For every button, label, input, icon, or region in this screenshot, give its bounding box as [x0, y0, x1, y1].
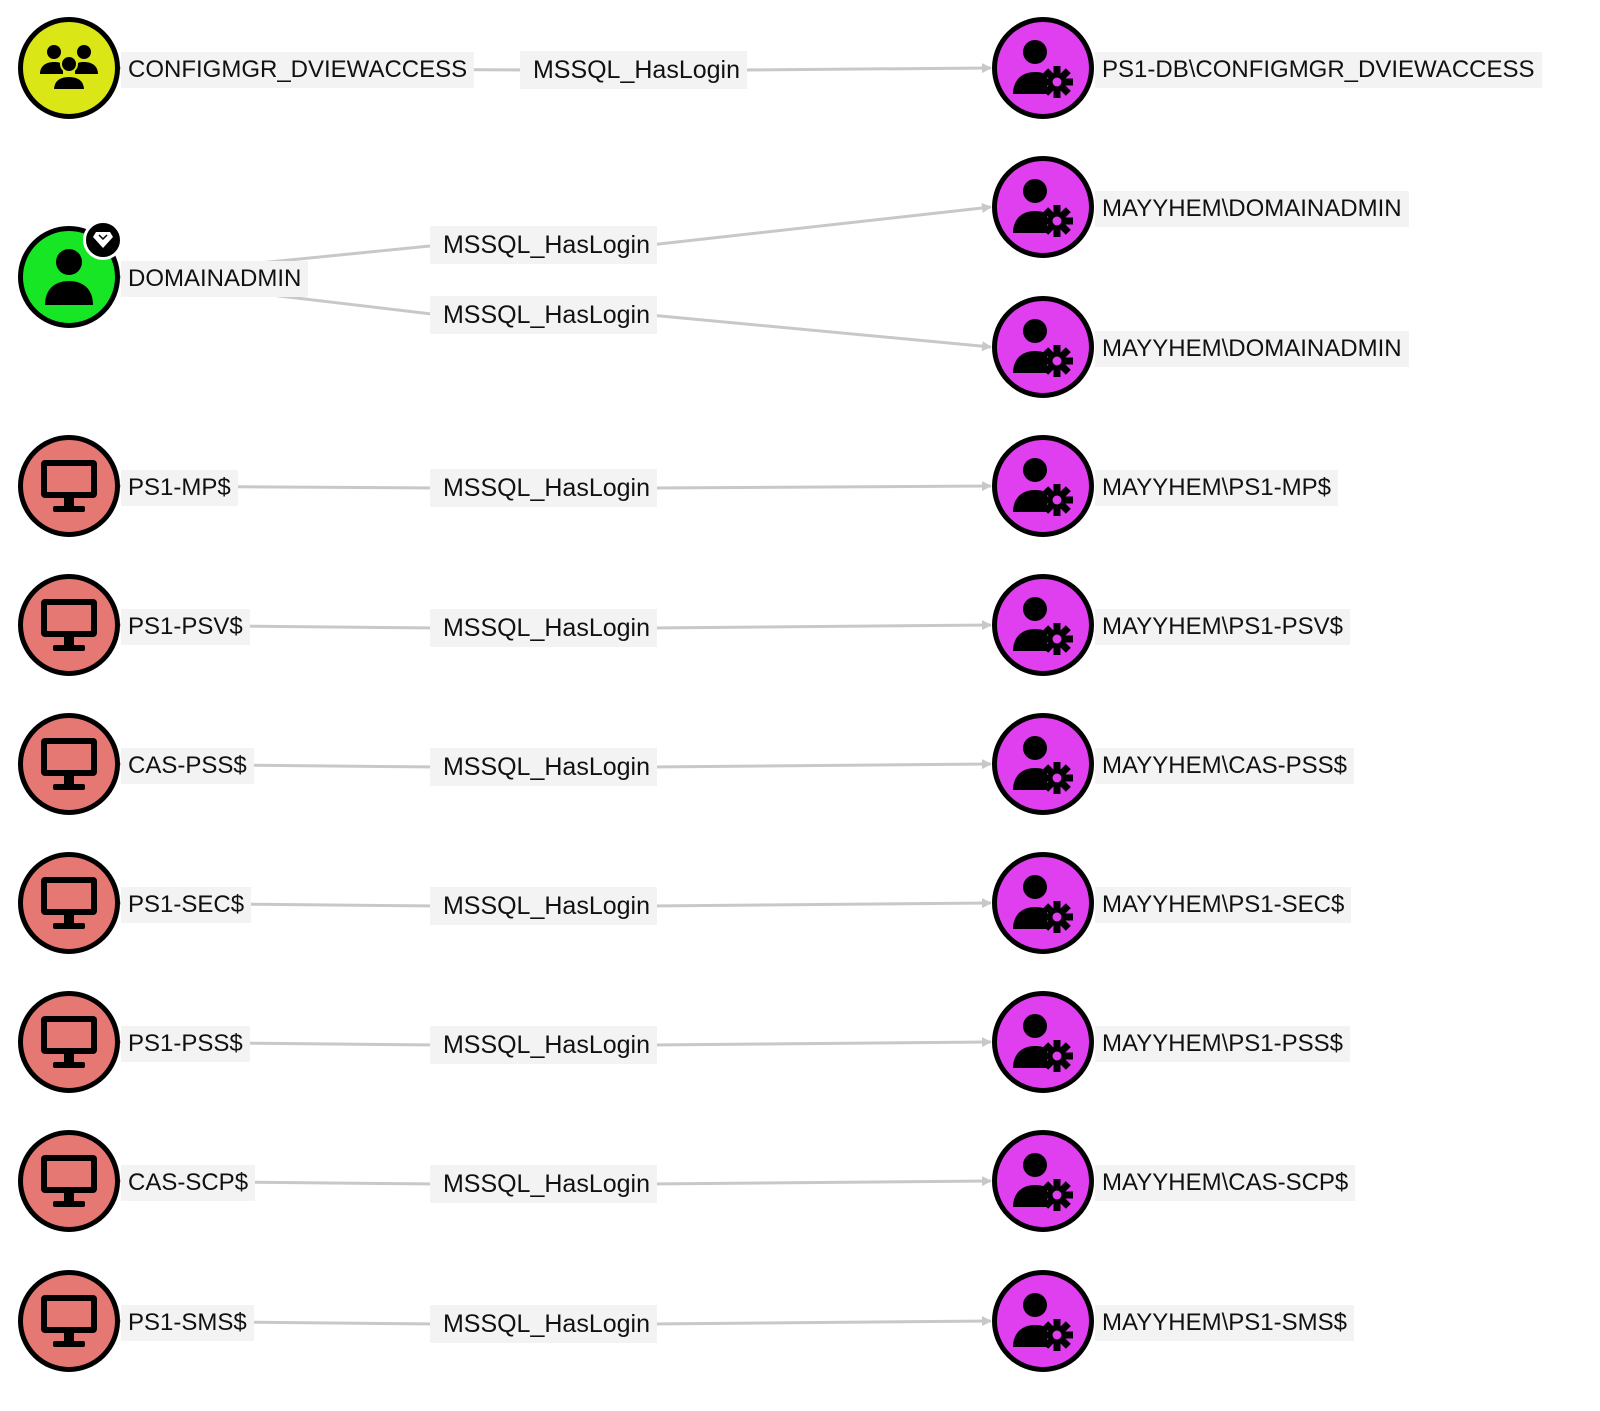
edge-label[interactable]: MSSQL_HasLogin	[430, 748, 657, 786]
user-gear-icon	[1011, 732, 1075, 796]
sqllogin-node[interactable]	[992, 991, 1094, 1093]
node-label[interactable]: PS1-PSS$	[121, 1026, 250, 1062]
edge-label[interactable]: MSSQL_HasLogin	[520, 51, 747, 89]
computer-node[interactable]	[18, 1130, 120, 1232]
node-label[interactable]: PS1-SEC$	[121, 887, 252, 923]
sqllogin-node[interactable]	[992, 17, 1094, 119]
node-label[interactable]: PS1-MP$	[121, 470, 238, 506]
sqllogin-node[interactable]	[992, 852, 1094, 954]
group-icon	[37, 36, 101, 100]
sqllogin-node[interactable]	[992, 713, 1094, 815]
node-label[interactable]: MAYYHEM\PS1-MP$	[1095, 470, 1338, 506]
edge-label[interactable]: MSSQL_HasLogin	[430, 887, 657, 925]
computer-node[interactable]	[18, 852, 120, 954]
group-node[interactable]	[18, 17, 120, 119]
node-label[interactable]: MAYYHEM\CAS-PSS$	[1095, 748, 1354, 784]
node-label[interactable]: PS1-SMS$	[121, 1305, 254, 1341]
user-gear-icon	[1011, 175, 1075, 239]
node-label[interactable]: MAYYHEM\DOMAINADMIN	[1095, 331, 1409, 367]
node-label[interactable]: PS1-DB\CONFIGMGR_DVIEWACCESS	[1095, 52, 1542, 88]
sqllogin-node[interactable]	[992, 1270, 1094, 1372]
user-gear-icon	[1011, 1149, 1075, 1213]
user-gear-icon	[1011, 1289, 1075, 1353]
monitor-icon	[37, 593, 101, 657]
node-label[interactable]: DOMAINADMIN	[121, 261, 309, 297]
node-label[interactable]: CAS-PSS$	[121, 748, 254, 784]
edge-label[interactable]: MSSQL_HasLogin	[430, 296, 657, 334]
edge-label[interactable]: MSSQL_HasLogin	[430, 609, 657, 647]
sqllogin-node[interactable]	[992, 156, 1094, 258]
user-gear-icon	[1011, 871, 1075, 935]
node-label[interactable]: CONFIGMGR_DVIEWACCESS	[121, 52, 475, 88]
computer-node[interactable]	[18, 435, 120, 537]
node-label[interactable]: MAYYHEM\CAS-SCP$	[1095, 1165, 1356, 1201]
computer-node[interactable]	[18, 991, 120, 1093]
monitor-icon	[37, 1289, 101, 1353]
monitor-icon	[37, 1010, 101, 1074]
user-gear-icon	[1011, 36, 1075, 100]
user-gear-icon	[1011, 315, 1075, 379]
node-label[interactable]: CAS-SCP$	[121, 1165, 256, 1201]
node-label[interactable]: MAYYHEM\PS1-SEC$	[1095, 887, 1352, 923]
edge-label[interactable]: MSSQL_HasLogin	[430, 469, 657, 507]
user-gear-icon	[1011, 454, 1075, 518]
computer-node[interactable]	[18, 1270, 120, 1372]
node-label[interactable]: PS1-PSV$	[121, 609, 250, 645]
node-label[interactable]: MAYYHEM\PS1-SMS$	[1095, 1305, 1354, 1341]
computer-node[interactable]	[18, 713, 120, 815]
computer-node[interactable]	[18, 574, 120, 676]
node-label[interactable]: MAYYHEM\PS1-PSS$	[1095, 1026, 1350, 1062]
sqllogin-node[interactable]	[992, 296, 1094, 398]
monitor-icon	[37, 1149, 101, 1213]
sqllogin-node[interactable]	[992, 574, 1094, 676]
sqllogin-node[interactable]	[992, 1130, 1094, 1232]
edge-label[interactable]: MSSQL_HasLogin	[430, 1305, 657, 1343]
user-gear-icon	[1011, 1010, 1075, 1074]
diamond-icon	[83, 220, 123, 260]
node-label[interactable]: MAYYHEM\PS1-PSV$	[1095, 609, 1350, 645]
sqllogin-node[interactable]	[992, 435, 1094, 537]
monitor-icon	[37, 732, 101, 796]
edge-label[interactable]: MSSQL_HasLogin	[430, 1026, 657, 1064]
node-label[interactable]: MAYYHEM\DOMAINADMIN	[1095, 191, 1409, 227]
user-gear-icon	[1011, 593, 1075, 657]
edge-label[interactable]: MSSQL_HasLogin	[430, 226, 657, 264]
monitor-icon	[37, 871, 101, 935]
user-icon	[37, 245, 101, 309]
edge-label[interactable]: MSSQL_HasLogin	[430, 1165, 657, 1203]
monitor-icon	[37, 454, 101, 518]
